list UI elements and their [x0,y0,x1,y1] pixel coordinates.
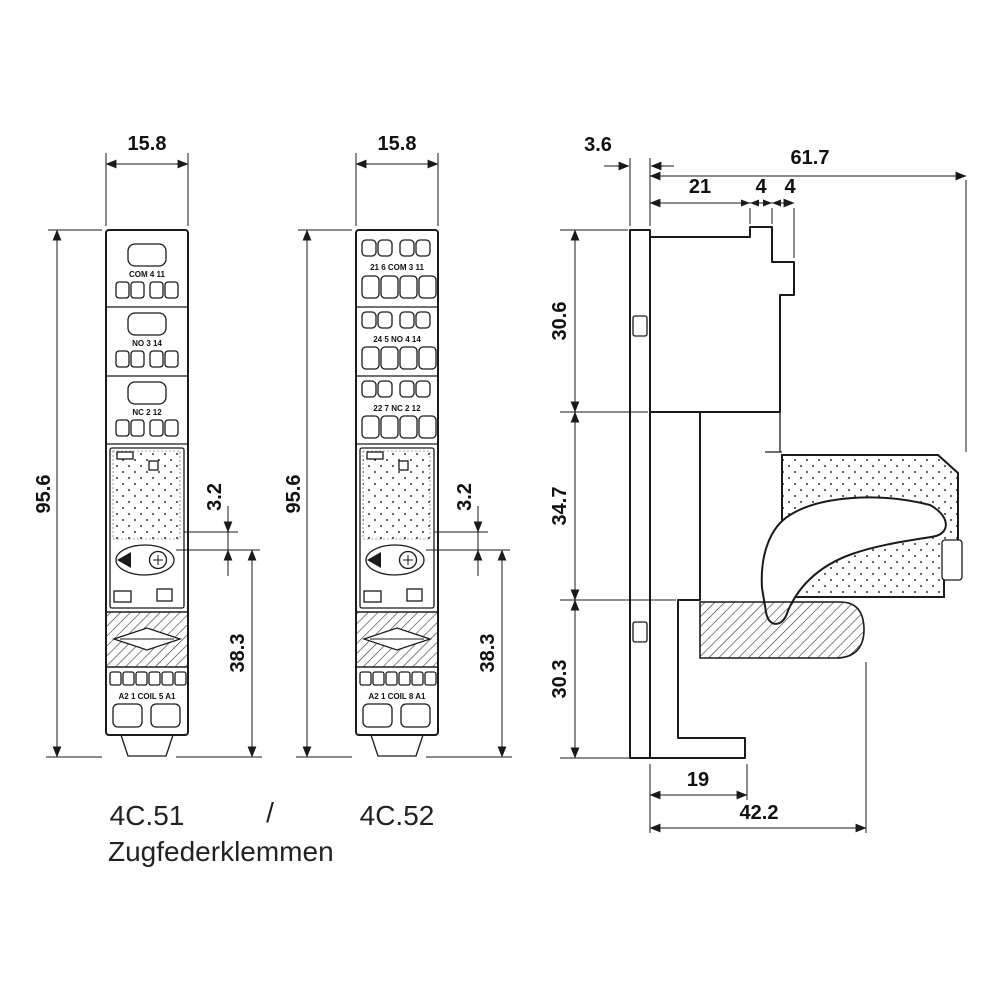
relay-texture [362,450,431,540]
housing-4c51: COM 4 11 NO 3 14 NC 2 12 [105,229,189,757]
dim-lower-4c52: 38.3 [426,549,512,758]
din-rail-strip [629,229,651,759]
terminal-opening [127,381,167,405]
retaining-clip [115,544,175,576]
dim-plate-depth-label: 42.2 [740,802,779,824]
dim-foot-depth: 19 [649,764,748,833]
dim-top-chain: 21 4 4 [649,176,796,258]
dim-left-chain: 30.6 34.7 30.3 [549,229,676,759]
dim-step3-label: 4 [784,176,796,198]
dim-step1-label: 21 [689,176,711,198]
socket-upper-block [649,226,795,413]
dim-rail-lip: 3.6 [584,134,674,226]
dim-lower-label: 38.3 [227,634,249,673]
dim-height-4c51: 95.6 [33,229,102,758]
dim-width-4c51: 15.8 [105,133,189,226]
dim-total-depth: 61.7 [649,147,967,452]
terminal-row2-label: 24 5 NO 4 14 [373,335,421,344]
side-view: 3.6 61.7 21 4 4 [549,134,967,833]
clip-arrow-icon [367,552,381,568]
captions: 4C.51 / 4C.52 Zugfederklemmen [108,797,434,867]
front-view-4c51: COM 4 11 NO 3 14 NC 2 12 [33,133,262,758]
terminal-row1-label: 21 6 COM 3 11 [370,263,424,272]
coil-row-label: A2 1 COIL 5 A1 [119,692,176,701]
model-right-label: 4C.52 [360,800,435,831]
dim-width-4c52: 15.8 [355,133,439,226]
relay-texture [112,450,181,540]
bottom-clip [370,734,424,757]
coil-row-label: A2 1 COIL 8 A1 [369,692,426,701]
model-separator: / [266,797,274,828]
dim-height-label: 95.6 [283,475,305,514]
relay-window [359,447,435,609]
dim-upper-height-label: 30.6 [549,302,571,341]
housing-4c52: 21 6 COM 3 11 24 5 NO 4 14 22 7 NC 2 12 [355,229,439,757]
retaining-clip [365,544,425,576]
dim-height-label: 95.6 [33,475,55,514]
terminal-row3-label: NC 2 12 [132,408,162,417]
label-plate [699,601,865,659]
dim-foot-depth-label: 19 [687,769,709,791]
dim-gap-4c52: 3.2 [426,483,510,576]
front-view-4c52: 21 6 COM 3 11 24 5 NO 4 14 22 7 NC 2 12 [283,133,512,758]
dim-rail-lip-label: 3.6 [584,134,612,156]
dim-gap-label: 3.2 [454,483,476,511]
relay-clip [941,539,963,581]
dim-total-depth-label: 61.7 [791,147,830,169]
dim-gap-4c51: 3.2 [176,483,260,576]
terminal-row1-label: COM 4 11 [129,270,166,279]
dim-height-4c52: 95.6 [283,229,352,758]
relay-window [109,447,185,609]
dim-step2-label: 4 [755,176,767,198]
dim-width-label: 15.8 [378,133,417,155]
socket-lower-column [649,411,746,759]
model-left-label: 4C.51 [110,800,185,831]
terminal-row3-label: 22 7 NC 2 12 [373,404,421,413]
rail-screw [632,315,648,337]
side-profile [629,226,963,759]
clip-arrow-icon [117,552,131,568]
bottom-clip [120,734,174,757]
rail-screw [632,621,648,643]
dim-width-label: 15.8 [128,133,167,155]
dim-plate-depth: 42.2 [649,662,867,833]
terminal-row2-label: NO 3 14 [132,339,162,348]
dim-lower-height-label: 30.3 [549,660,571,699]
dim-middle-height-label: 34.7 [549,487,571,526]
terminal-opening [127,312,167,336]
terminal-type-label: Zugfederklemmen [108,836,334,867]
dim-gap-label: 3.2 [204,483,226,511]
dim-lower-4c51: 38.3 [176,549,262,758]
terminal-opening [127,243,167,267]
dim-lower-label: 38.3 [477,634,499,673]
